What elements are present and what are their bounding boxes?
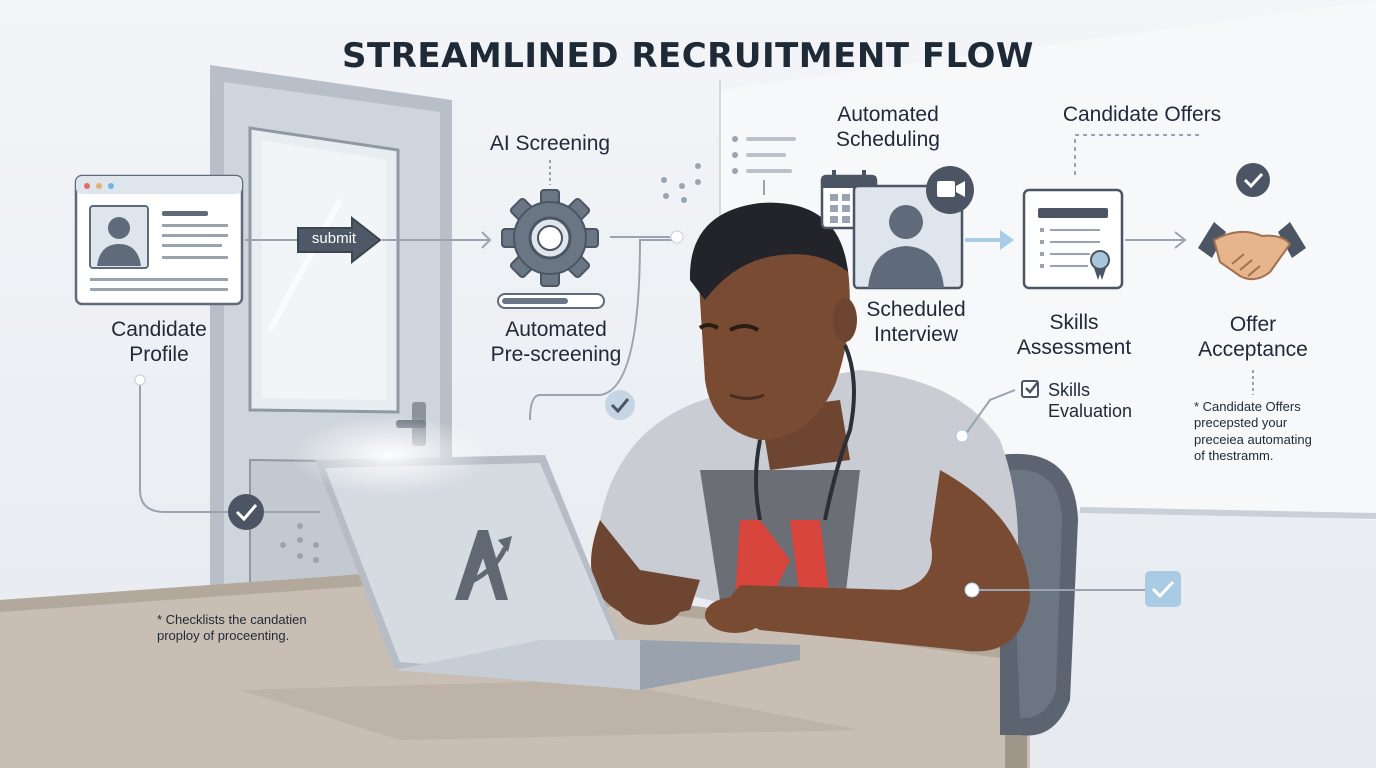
label-line: Pre-screening xyxy=(490,342,622,366)
automated-prescreening-label: Automated Pre-screening xyxy=(470,318,642,368)
candidate-offers-label: Candidate Offers xyxy=(1062,103,1222,126)
scheduled-interview-label: Scheduled Interview xyxy=(850,298,982,348)
progress-bar xyxy=(497,293,605,309)
note-line: of thestramm. xyxy=(1194,447,1274,463)
label-line: Automated xyxy=(505,318,607,341)
submit-label: submit xyxy=(311,230,357,247)
note-line: preceiea automating xyxy=(1194,431,1312,447)
label-line: Candidate xyxy=(111,318,207,341)
note-line: * Candidate Offers xyxy=(1194,399,1301,414)
profile-card-icon xyxy=(74,174,244,306)
note-line: * Checklists the candatien xyxy=(157,612,307,627)
offer-acceptance-label: Offer Acceptance xyxy=(1184,313,1322,363)
check-icon xyxy=(228,494,264,530)
check-icon xyxy=(605,390,635,420)
label-line: Interview xyxy=(873,322,959,346)
note-line: precepsted your xyxy=(1194,415,1288,431)
label-line: Profile xyxy=(129,342,189,366)
note-line: proploy of proceenting. xyxy=(157,628,290,644)
checkbox-icon xyxy=(1021,380,1039,398)
label-line: Assessment xyxy=(1016,335,1132,359)
laptop xyxy=(315,455,800,690)
label-line: Scheduled xyxy=(866,298,966,321)
gear-icon xyxy=(501,189,599,287)
ai-screening-label: AI Screening xyxy=(489,132,611,155)
label-line: Offer xyxy=(1229,313,1277,336)
offers-footnote: * Candidate Offers precepsted your prece… xyxy=(1194,399,1312,464)
page-title: STREAMLINED RECRUITMENT FLOW xyxy=(342,36,1034,76)
automated-scheduling-label: Automated Scheduling xyxy=(820,103,956,153)
candidate-profile-label: Candidate Profile xyxy=(80,318,238,368)
check-icon xyxy=(1236,163,1270,197)
label-line: Acceptance xyxy=(1198,337,1308,361)
handshake-icon xyxy=(1198,222,1306,281)
certificate-icon xyxy=(1022,188,1124,290)
label-line: Skills xyxy=(1048,380,1091,400)
person xyxy=(591,202,1030,652)
submit-arrow-icon xyxy=(297,215,382,265)
interview-avatar-icon xyxy=(852,184,964,290)
skills-evaluation-label: Skills Evaluation xyxy=(1048,380,1148,422)
label-line: Skills xyxy=(1049,311,1099,334)
label-line: Scheduling xyxy=(836,127,940,151)
skills-assessment-label: Skills Assessment xyxy=(1002,311,1146,361)
video-camera-icon xyxy=(926,166,974,214)
checklist-footnote: * Checklists the candatien proploy of pr… xyxy=(157,612,307,645)
label-line: Evaluation xyxy=(1048,401,1133,422)
label-line: Automated xyxy=(837,103,939,126)
check-icon xyxy=(1145,571,1181,607)
